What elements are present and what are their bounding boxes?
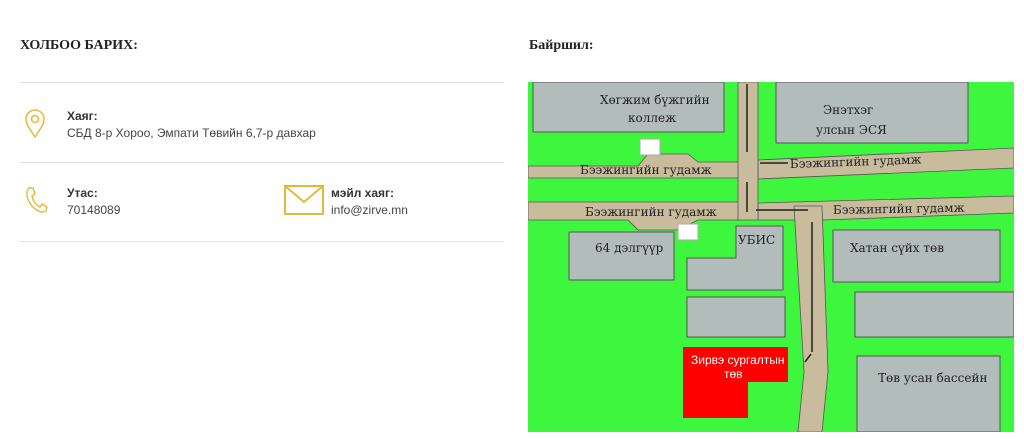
- address-value: СБД 8-р Хороо, Эмпати Төвийн 6,7-р давха…: [67, 126, 316, 140]
- phone-value[interactable]: 70148089: [67, 203, 121, 217]
- street-label: Бээжингийн гудамж: [580, 163, 712, 177]
- building-label: Зирвэ сургалтын: [691, 353, 785, 367]
- roads: [528, 82, 1014, 432]
- street-label: Бээжингийн гудамж: [790, 152, 922, 171]
- contact-title: ХОЛБОО БАРИХ:: [20, 38, 138, 53]
- envelope-icon: [284, 185, 324, 215]
- divider: [20, 82, 504, 83]
- bus-stop-icon: [639, 138, 699, 241]
- divider: [20, 241, 504, 242]
- building-label: төв: [724, 367, 743, 381]
- building-label: улсын ЭСЯ: [816, 123, 887, 137]
- building-label: Энэтхэг: [823, 103, 873, 117]
- building-label: УБИС: [738, 233, 775, 247]
- route-arrows: [746, 84, 813, 363]
- address-label: Хаяг:: [67, 109, 98, 123]
- phone-icon: [26, 187, 48, 213]
- building-label: Хөгжим бүжгийн: [600, 93, 710, 107]
- buildings: [532, 82, 1014, 432]
- building-label: Төв усан бассейн: [878, 371, 987, 385]
- location-pin-icon: [25, 109, 45, 139]
- email-value[interactable]: info@zirve.mn: [331, 203, 408, 217]
- street-label: Бээжингийн гудамж: [585, 205, 717, 219]
- location-title: Байршил:: [529, 38, 594, 53]
- divider: [20, 162, 504, 163]
- building-label: 64 дэлгүүр: [595, 241, 664, 255]
- building-label: Хатан сүйх төв: [850, 241, 944, 255]
- phone-label: Утас:: [67, 186, 98, 200]
- location-map[interactable]: Хөгжим бүжгийн коллеж Энэтхэг улсын ЭСЯ …: [528, 82, 1014, 432]
- target-building: [683, 347, 788, 418]
- building-label: коллеж: [628, 111, 676, 125]
- email-label: мэйл хаяг:: [331, 186, 395, 200]
- street-label: Бээжингийн гудамж: [833, 201, 965, 217]
